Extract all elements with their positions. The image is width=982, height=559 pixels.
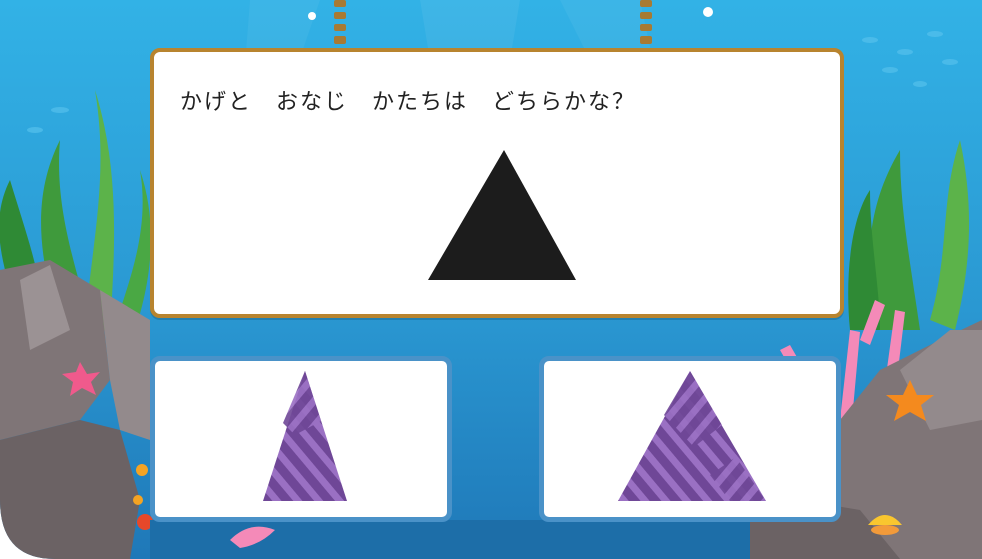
shell-icon	[868, 515, 902, 535]
fish-school	[27, 31, 958, 133]
starfish-icon	[886, 380, 934, 421]
question-card: かげと おなじ かたちは どちらかな？	[150, 48, 844, 318]
narrow-striped-triangle-icon	[263, 371, 347, 501]
question-text: かげと おなじ かたちは どちらかな？	[180, 90, 637, 115]
answer-choice-2[interactable]	[539, 356, 841, 522]
starfish-icon	[62, 362, 100, 396]
hanging-rope-left	[334, 0, 346, 44]
bubble-icon	[703, 7, 713, 17]
answer-choice-1[interactable]	[150, 356, 452, 522]
coral-bottom	[230, 526, 275, 548]
coral-left	[133, 464, 153, 530]
bubble-icon	[308, 12, 316, 20]
shadow-triangle-icon	[428, 150, 576, 280]
seaweed-right	[848, 140, 970, 330]
rocks-left	[0, 260, 150, 559]
hanging-rope-right	[640, 0, 652, 44]
wide-striped-triangle-icon	[618, 371, 766, 501]
